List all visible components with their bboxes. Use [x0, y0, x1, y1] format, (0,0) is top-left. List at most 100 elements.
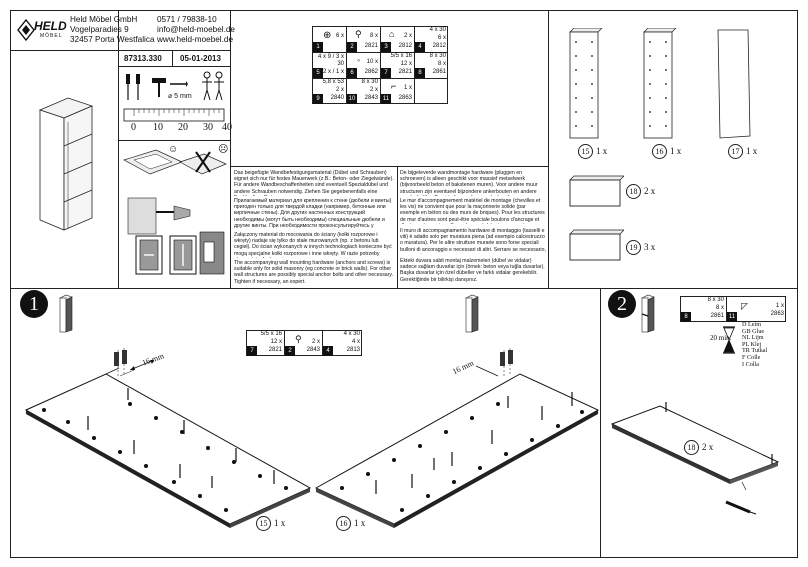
hardware-code: 2843: [364, 95, 378, 101]
hw-col-divider: [414, 26, 415, 104]
company-contact: 0571 / 79838-10 info@held-moebel.de www.…: [157, 15, 235, 45]
lang-code: I Colla: [742, 360, 760, 368]
hardware-qty: 6 x: [437, 35, 446, 41]
lang-code: PL Klej: [742, 340, 762, 348]
company-street: Vogelparadies 9: [70, 25, 129, 34]
divider-tools: [118, 140, 230, 141]
part-qty: 2 x: [702, 442, 714, 452]
company-name: Held Möbel GmbH: [70, 15, 138, 24]
hardware-size: 8 x 30: [361, 79, 378, 85]
part-qty: 1 x: [354, 518, 366, 528]
part-qty: 1 x: [746, 146, 758, 156]
hardware-code: 2861: [710, 313, 724, 319]
hw-col-divider: [380, 26, 381, 104]
divider-warn: [230, 166, 548, 167]
hardware-item: 7 5/5 x 16 12 x 2821: [247, 331, 284, 356]
hardware-item: 11 ⌐ 1 x 2863: [381, 79, 414, 104]
hardware-qty: 12 x: [270, 339, 282, 345]
cam-bolt-icon: ⚲: [355, 29, 362, 39]
hardware-item: 4 4 x 30 6 x 2812: [415, 27, 448, 52]
doc-date: 05-01-2013: [180, 54, 221, 63]
hardware-code: 2812: [398, 43, 412, 49]
part-qty: 3 x: [644, 242, 656, 252]
brand-logo: HELD MÖBEL: [14, 14, 67, 46]
divider-col3: [548, 10, 549, 288]
wall-mount-illustration: [124, 192, 228, 284]
dowel-icon: ⊕: [323, 30, 332, 41]
hardware-qty: 1 x: [775, 303, 784, 309]
hardware-item: 11 ◸ 1 x 2863: [727, 297, 786, 322]
part-back-panel-17: [714, 28, 754, 145]
hardware-item: 4 4 x 30 4 x 2813: [323, 331, 362, 356]
two-persons-icon: [200, 70, 226, 107]
hardware-item: 5 4 x 9 / 3 x 30 2 x / 1 x: [313, 53, 346, 78]
hardware-badge: 9: [313, 94, 323, 104]
shelf-overview-illustration: [20, 70, 115, 280]
hardware-badge: 3: [381, 42, 391, 52]
warning-en: The accompanying wall mounting hardware …: [234, 260, 394, 285]
page-frame: [10, 10, 798, 558]
divider-col2: [230, 10, 231, 288]
hw-col-divider: [726, 296, 727, 322]
company-phone: 0571 / 79838-10: [157, 15, 217, 24]
frown-icon: ☹: [218, 144, 229, 155]
part-panel-16: [642, 27, 678, 145]
divider-warn-col: [397, 166, 398, 288]
hardware-item: 2 ⚲ 2 x 2843: [285, 331, 322, 356]
hardware-badge: 10: [347, 94, 357, 104]
warning-tr: Ekteki duvara sabit montaj malzemeleri (…: [400, 258, 545, 283]
drill-size: ⌀ 5 mm: [168, 92, 192, 100]
part-number: 16: [336, 516, 351, 531]
hardware-qty: 2 x: [335, 87, 344, 93]
hardware-qty: 4 x: [351, 339, 360, 345]
hardware-item: 1 ⊕ 6 x: [313, 27, 346, 52]
part-number: 18: [684, 440, 699, 455]
brand-name: HELD: [34, 19, 67, 33]
hardware-size: 5/5 x 16: [260, 331, 282, 337]
glue-language-list: D Leim GB Glue NL Lijm PL Klej TR Tutkal…: [742, 321, 768, 368]
hardware-badge: 7: [381, 68, 391, 78]
step1-panel-right-drawing: [312, 336, 602, 536]
warning-fr: Le mur d'accompagnement matériel de mont…: [400, 198, 545, 224]
hardware-size: 4 x 9 / 3 x 30: [317, 54, 344, 67]
part-panel-15: [568, 27, 604, 145]
hardware-badge: 11: [727, 312, 737, 322]
hardware-code: 2861: [432, 69, 446, 75]
hardware-code: 2821: [398, 69, 412, 75]
hardware-badge: 6: [347, 68, 357, 78]
lang-code: NL Lijm: [742, 334, 764, 342]
step1-panel-left-drawing: [24, 336, 314, 536]
hardware-item: 7 5/5 x 16 12 x 2821: [381, 53, 414, 78]
step-1-number: 1: [20, 290, 48, 318]
hardware-size: 8 x 30: [707, 297, 724, 303]
hardware-qty: 8 x: [369, 33, 378, 39]
pin-icon: ◦: [357, 55, 361, 65]
warning-pl: Załączony materiał do mocowania do ścian…: [234, 232, 392, 258]
hardware-size: 4 x 30: [343, 331, 360, 337]
lang-code: D Leim: [742, 321, 762, 328]
drill-icon: [168, 76, 188, 97]
lang-code: TR Tutkal: [742, 347, 768, 355]
hourglass-icon: [722, 326, 736, 359]
divider-article-date: [172, 50, 173, 66]
hardware-code: 2813: [346, 347, 360, 353]
lang-code: F Colle: [742, 353, 761, 361]
ruler-tick-label: 10: [153, 122, 163, 133]
divider-header: [10, 50, 230, 51]
drill-size-label: 5 mm: [174, 93, 192, 100]
hardware-qty: 1 x: [403, 85, 412, 91]
bracket-icon: ⌂: [389, 29, 395, 39]
smile-icon: ☺: [168, 144, 179, 155]
part-number: 17: [728, 144, 743, 159]
warning-it: Il muro di accompagnamento hardware di m…: [400, 228, 546, 254]
hardware-badge: 11: [381, 94, 391, 104]
part-number: 19: [626, 240, 641, 255]
screwdriver-icon: [122, 72, 150, 107]
hardware-item: 8 8 x 30 8 x 2861: [415, 53, 448, 78]
company-city: 32457 Porta Westfalica: [70, 35, 155, 44]
